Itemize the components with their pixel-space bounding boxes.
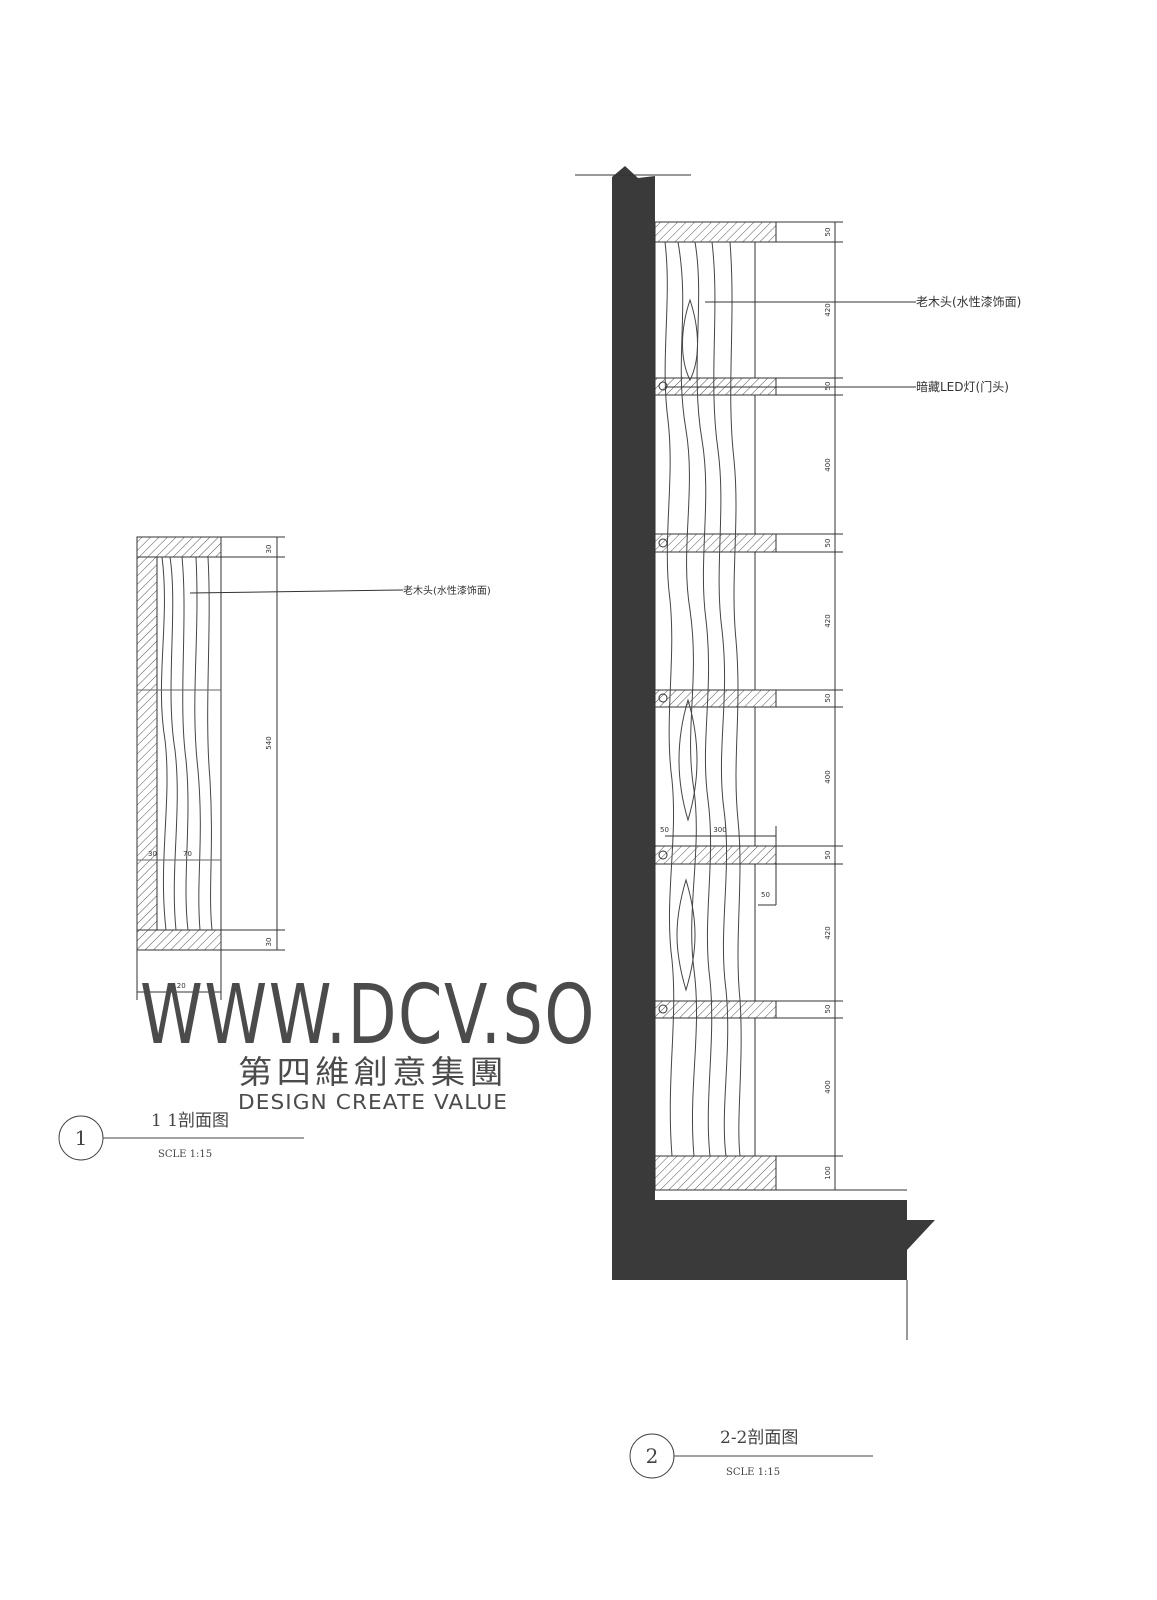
wood-core bbox=[156, 556, 222, 931]
dim-2-3: 50 bbox=[824, 382, 832, 391]
bottom-board bbox=[136, 929, 222, 951]
dim-inner-right: 70 bbox=[183, 850, 192, 858]
dim-2-2: 420 bbox=[824, 303, 832, 316]
shelf-top bbox=[654, 221, 777, 243]
dim-2-4: 400 bbox=[824, 458, 832, 471]
section-1-dims bbox=[136, 536, 285, 1000]
leader-label-1: 老木头(水性漆饰面) bbox=[403, 584, 491, 597]
wood-grain bbox=[137, 556, 221, 931]
dim-shelf-left: 50 bbox=[660, 826, 669, 834]
leader-label-led: 暗藏LED灯(门头) bbox=[916, 379, 1009, 394]
section-2-scale: SCLE 1:15 bbox=[726, 1467, 780, 1478]
dim-2-7: 50 bbox=[824, 694, 832, 703]
dim-2-11: 50 bbox=[824, 1005, 832, 1014]
shelf-4 bbox=[654, 845, 777, 865]
dim-bottom: 30 bbox=[265, 938, 273, 947]
section-2-drawing: 50 420 50 400 50 420 50 400 50 420 50 40… bbox=[575, 166, 1021, 1479]
section-2-dims bbox=[665, 221, 843, 1191]
shelf-2 bbox=[654, 533, 777, 553]
dim-2-1: 50 bbox=[824, 228, 832, 237]
section-number: 1 bbox=[75, 1126, 88, 1150]
back-board bbox=[136, 556, 158, 931]
dim-2-12: 400 bbox=[824, 1080, 832, 1093]
dim-width: 120 bbox=[172, 982, 185, 990]
dim-2-13: 100 bbox=[824, 1166, 832, 1179]
dim-top: 30 bbox=[265, 545, 273, 554]
dim-2-5: 50 bbox=[824, 539, 832, 548]
dim-middle: 540 bbox=[265, 736, 273, 749]
shelf-base bbox=[654, 1155, 777, 1191]
dim-2-6: 420 bbox=[824, 614, 832, 627]
led-markers bbox=[658, 381, 668, 1014]
section-1-drawing: 30 540 30 30 70 120 老木头(水性漆饰面) 1 1 1剖面图 … bbox=[58, 536, 491, 1161]
dim-inner-left: 30 bbox=[148, 850, 157, 858]
dim-2-9: 50 bbox=[824, 851, 832, 860]
dim-2-8: 400 bbox=[824, 770, 832, 783]
section-title: 1 1剖面图 bbox=[151, 1111, 229, 1131]
leader-label-wood: 老木头(水性漆饰面) bbox=[916, 295, 1021, 309]
dim-2-10: 420 bbox=[824, 926, 832, 939]
section-2-title: 2-2剖面图 bbox=[720, 1428, 798, 1448]
leader-line-1 bbox=[189, 589, 404, 594]
wood-grain-2 bbox=[664, 241, 742, 1157]
shelf-3 bbox=[654, 689, 777, 708]
dim-shelf-depth: 300 bbox=[713, 826, 726, 834]
section-2-number: 2 bbox=[646, 1444, 659, 1468]
section-scale: SCLE 1:15 bbox=[158, 1149, 212, 1160]
dim-shelf-small: 50 bbox=[761, 891, 770, 899]
top-board bbox=[136, 536, 222, 558]
wall-section bbox=[612, 166, 935, 1280]
